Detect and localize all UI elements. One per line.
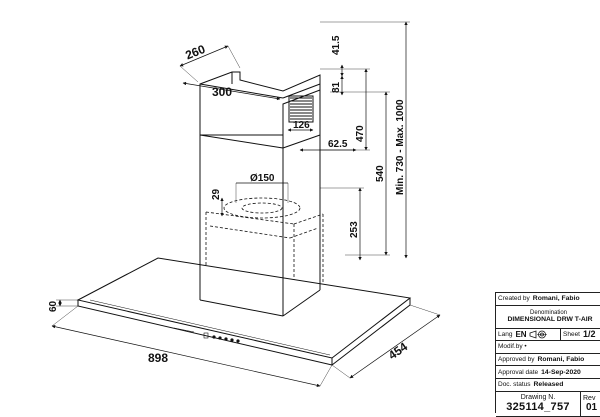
dim-81: 81 — [331, 81, 342, 93]
upper-chimney — [199, 71, 321, 300]
tb-denomination-value: DIMENSIONAL DRW T-AIR — [507, 316, 593, 324]
tb-created-by: Created by Romani, Fabio — [496, 293, 600, 306]
dim-41-5: 41.5 — [331, 35, 342, 55]
dim-total-height: Min. 730 - Max. 1000 — [395, 99, 406, 195]
dim-253: 253 — [349, 221, 360, 238]
dim-29: 29 — [211, 188, 222, 200]
tb-doc-status: Doc. status Released — [496, 379, 600, 392]
dim-62-5: 62.5 — [328, 139, 348, 150]
tb-approved-by: Approved by Romani, Fabio — [496, 354, 600, 367]
tb-rev-label: Rev — [583, 394, 596, 402]
tb-denomination: Denomination DIMENSIONAL DRW T-AIR — [496, 306, 600, 329]
tb-doc-status-value: Released — [533, 381, 564, 389]
tb-modif: Modif.by • — [496, 341, 600, 354]
tb-approved-by-label: Approved by — [498, 356, 535, 364]
dim-470: 470 — [355, 125, 366, 142]
tb-drawing-no-label: Drawing N. — [520, 394, 556, 402]
dim-898: 898 — [148, 351, 168, 365]
tb-approval-date: Approval date 14-Sep-2020 — [496, 366, 600, 379]
dim-60: 60 — [48, 300, 59, 312]
title-block: Created by Romani, Fabio Denomination DI… — [495, 292, 600, 417]
tb-doc-status-label: Doc. status — [498, 381, 531, 389]
tb-modif-label: Modif.by • — [498, 343, 527, 351]
tb-approval-date-value: 14-Sep-2020 — [541, 368, 581, 376]
tb-lang-label: Lang — [498, 330, 513, 338]
vent-slots — [288, 95, 314, 123]
dim-260: 260 — [183, 42, 207, 63]
dim-300: 300 — [212, 85, 232, 99]
projection-symbol-icon — [529, 330, 547, 339]
tb-approval-date-label: Approval date — [498, 368, 539, 376]
tb-rev-value: 01 — [586, 401, 598, 413]
dim-126: 126 — [293, 120, 310, 131]
tb-sheet-value: 1/2 — [583, 329, 596, 340]
tb-lang-sheet: Lang EN Sheet 1/2 — [496, 328, 600, 342]
tb-created-by-label: Created by — [498, 295, 530, 303]
tb-lang-value: EN — [515, 329, 527, 339]
dim-540: 540 — [375, 165, 386, 182]
tb-drawing-number: Drawing N. 325114_757 Rev 01 — [496, 391, 600, 417]
tb-drawing-no-value: 325114_757 — [506, 401, 570, 414]
tb-created-by-value: Romani, Fabio — [532, 295, 580, 303]
tb-denomination-label: Denomination — [529, 310, 568, 317]
dim-diameter-150: Ø150 — [250, 173, 275, 184]
dim-454: 454 — [386, 339, 411, 362]
canopy — [76, 257, 412, 366]
tb-approved-by-value: Romani, Fabio — [537, 356, 585, 364]
tb-sheet-label: Sheet — [563, 330, 580, 338]
